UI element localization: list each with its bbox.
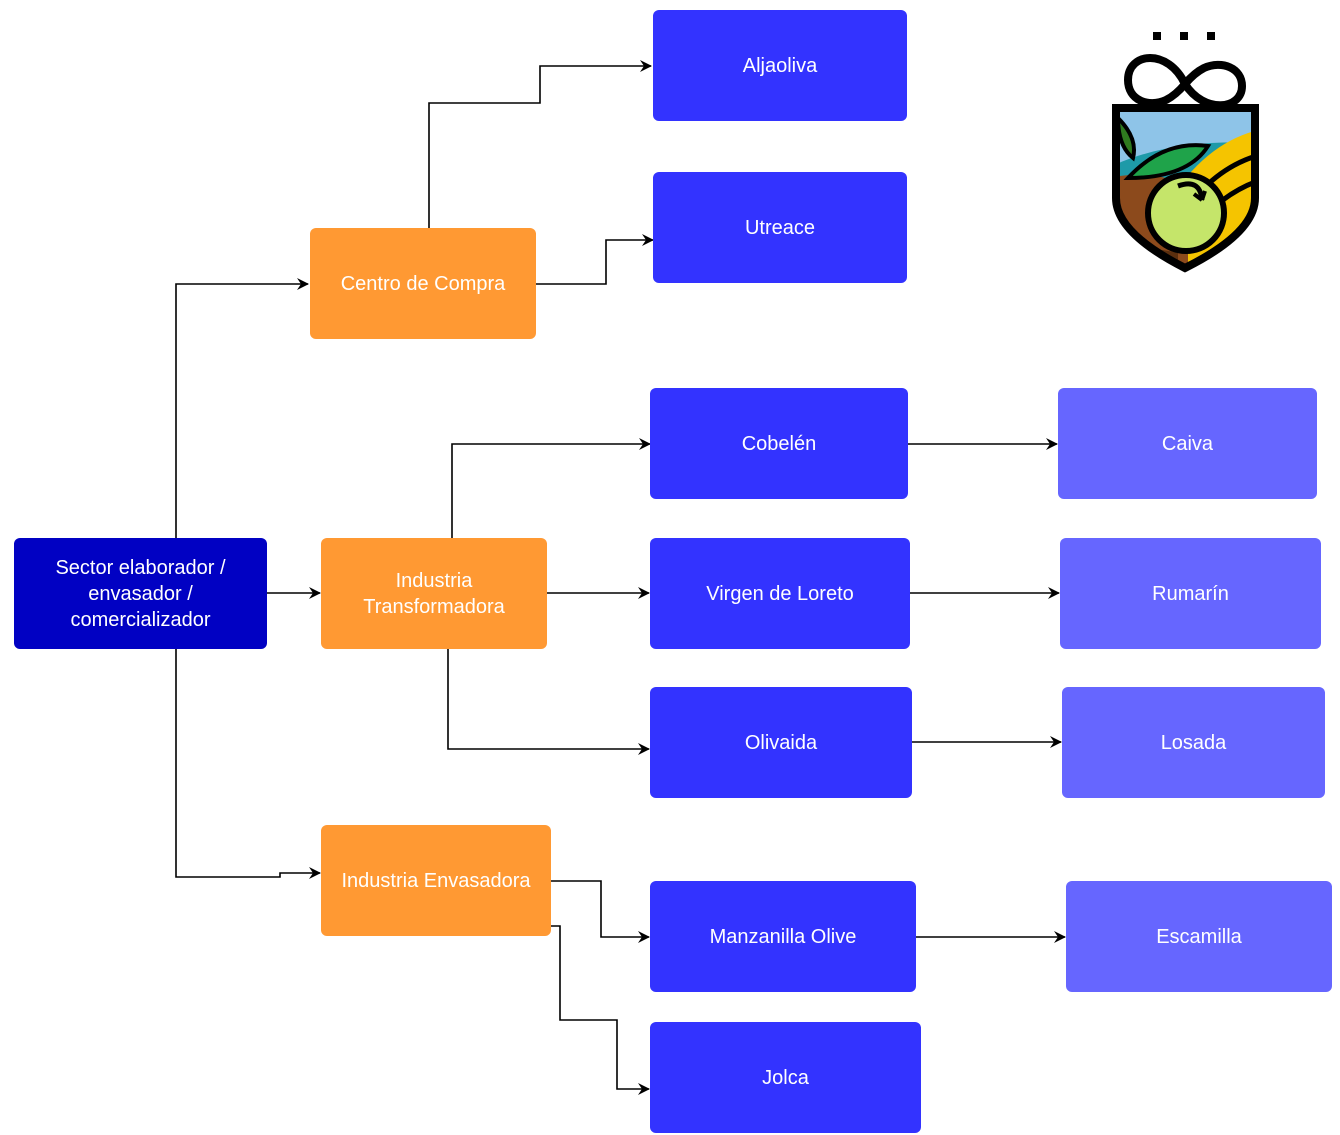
category-label-centro-compra: Centro de Compra	[340, 272, 506, 295]
edge-envasadora-manzanilla-olive	[551, 880, 650, 943]
brand-node-escamilla: Escamilla	[1066, 881, 1332, 992]
company-label-olivaida: Olivaida	[744, 731, 818, 754]
company-label-utreace: Utreace	[744, 216, 816, 239]
category-node-industria-transformadora: Industria Transformadora	[321, 538, 547, 649]
edge-transformadora-olivaida	[447, 648, 650, 755]
category-node-industria-envasadora: Industria Envasadora	[321, 825, 551, 936]
company-node-cobelen: Cobelén	[650, 388, 908, 499]
olive-shield-logo-icon	[1112, 32, 1259, 273]
category-label-industria-envasadora: Industria Envasadora	[341, 869, 531, 892]
edge-root-industria-envasadora	[175, 648, 321, 879]
root-node-sector: Sector elaborador / envasador / comercia…	[14, 538, 267, 649]
brand-node-rumarin: Rumarín	[1060, 538, 1321, 649]
company-node-aljaoliva: Aljaoliva	[653, 10, 907, 121]
company-label-jolca: Jolca	[762, 1066, 809, 1089]
edge-centro-compra-utreace	[536, 234, 654, 285]
edge-root-centro-compra	[175, 278, 309, 538]
category-label-industria-transformadora: Industria Transformadora	[363, 569, 505, 618]
company-label-cobelen: Cobelén	[741, 432, 817, 455]
edge-centro-compra-aljaoliva	[428, 60, 652, 228]
brand-label-rumarin: Rumarín	[1152, 582, 1229, 605]
root-node-label: Sector elaborador / envasador / comercia…	[55, 556, 226, 631]
company-node-jolca: Jolca	[650, 1022, 921, 1133]
company-label-virgen-loreto: Virgen de Loreto	[706, 582, 854, 605]
company-label-aljaoliva: Aljaoliva	[742, 54, 818, 77]
brand-node-caiva: Caiva	[1058, 388, 1317, 499]
brand-node-losada: Losada	[1062, 687, 1325, 798]
edge-transformadora-cobelen	[451, 438, 651, 538]
brand-label-escamilla: Escamilla	[1156, 925, 1242, 948]
brand-label-losada: Losada	[1160, 731, 1227, 754]
edge-envasadora-jolca	[551, 925, 650, 1095]
company-label-manzanilla-olive: Manzanilla Olive	[709, 925, 857, 948]
company-node-virgen-loreto: Virgen de Loreto	[650, 538, 910, 649]
company-node-olivaida: Olivaida	[650, 687, 912, 798]
brand-label-caiva: Caiva	[1161, 432, 1214, 455]
company-node-utreace: Utreace	[653, 172, 907, 283]
company-node-manzanilla-olive: Manzanilla Olive	[650, 881, 916, 992]
category-node-centro-compra: Centro de Compra	[310, 228, 536, 339]
